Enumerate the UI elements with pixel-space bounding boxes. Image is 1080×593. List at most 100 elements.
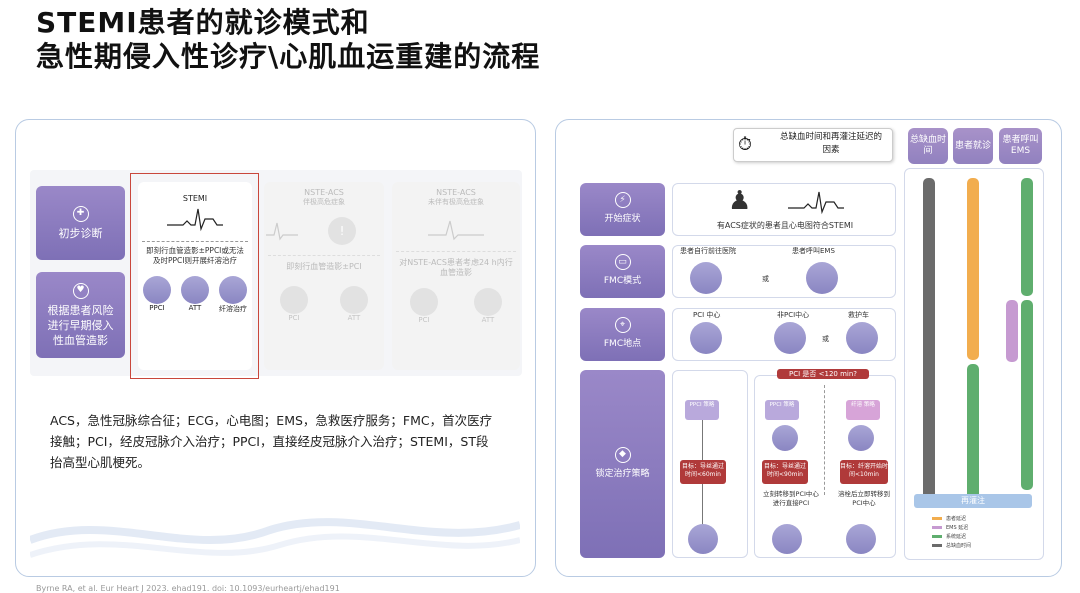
ecg-icon — [428, 220, 484, 241]
pill-icon — [181, 276, 209, 304]
nste2-subtitle: 未伴有极高危症象 — [428, 198, 484, 206]
callout-box — [733, 128, 893, 162]
system-delay-bar-ems — [1021, 300, 1033, 490]
system-delay-bar-mid — [967, 364, 979, 508]
page-title-line2: 急性期侵入性诊疗\心肌血运重建的流程 — [36, 40, 541, 73]
or-label-2: 或 — [822, 335, 829, 343]
pci-icon — [410, 288, 438, 316]
total-ischemia-bar — [923, 178, 935, 508]
page-title-line1: STEMI患者的就诊模式和 — [36, 6, 370, 39]
pill-icon — [474, 288, 502, 316]
col-head-total: 总缺血时间 — [908, 128, 948, 164]
ppci-strategy-left: PPCI 策略 — [685, 400, 719, 420]
att-label: ATT — [188, 304, 202, 312]
legend-swatch-patient — [932, 517, 942, 520]
stemi-highlight-frame — [130, 173, 259, 379]
row-head-fmc-mode: ▭ FMC模式 — [580, 245, 665, 298]
pci-center-label: PCI 中心 — [693, 311, 721, 319]
ambulance-icon — [846, 322, 878, 354]
decorative-wave — [30, 518, 520, 558]
lightning-icon: ⚡ — [614, 192, 631, 208]
citation-footer: Byrne RA, et al. Eur Heart J 2023. ehad1… — [36, 584, 340, 593]
nste-high-card: NSTE-ACS 伴极高危症象 ! 即刻行血管造影±PCI PCI ATT — [264, 182, 384, 370]
hospital-icon — [690, 322, 722, 354]
self-to-hospital-label: 患者自行前往医院 — [680, 247, 736, 255]
nste1-text: 即刻行血管造影±PCI — [286, 262, 362, 271]
legend-swatch-system — [932, 535, 942, 538]
row-head-fmc-location-label: FMC地点 — [603, 339, 642, 349]
early-angiography-label: 根据患者风险进行早期侵入性血管造影 — [47, 303, 114, 347]
ems-delay-bar — [1006, 300, 1018, 362]
phone-icon — [806, 262, 838, 294]
divider-dashed — [824, 385, 825, 495]
fibrinolysis-label: 纤溶治疗 — [219, 305, 247, 313]
row-head-fmc-mode-label: FMC模式 — [603, 276, 642, 286]
nste2-att-label: ATT — [481, 316, 495, 324]
initial-diagnosis-box: ✚ 初步诊断 — [36, 186, 125, 260]
patient-figure-icon: ♟ — [728, 186, 752, 216]
row-head-symptom-label: 开始症状 — [604, 214, 641, 224]
nste1-att-label: ATT — [347, 314, 361, 322]
target-60min: 目标：导丝通过时间<60min — [680, 460, 726, 484]
call-ems-label: 患者呼叫EMS — [792, 247, 835, 255]
hospital-icon — [772, 524, 802, 554]
syringe-icon — [848, 425, 874, 451]
syringe-icon — [219, 276, 247, 304]
location-pin-icon: ⌖ — [614, 317, 631, 333]
legend-patient: 患者延迟 — [946, 516, 967, 522]
or-label-1: 或 — [762, 275, 769, 283]
ppci-icon — [772, 425, 798, 451]
nste2-text: 对NSTE-ACS患者考虑24 h内行血管造影 — [399, 258, 513, 277]
monitor-icon: ▭ — [614, 254, 631, 270]
stopwatch-icon: ⏱ — [738, 134, 753, 155]
stemi-text: 即刻行血管造影±PPCI或无法及时PPCI则开展纤溶治疗 — [146, 246, 244, 265]
initial-diagnosis-label: 初步诊断 — [58, 226, 103, 240]
car-icon — [690, 262, 722, 294]
target-10min: 目标：纤溶开始时间<10min — [840, 460, 888, 484]
warning-icon: ! — [328, 217, 356, 245]
heart-icon: ♥ — [72, 282, 89, 299]
legend-swatch-total — [932, 544, 942, 547]
ecg-stemi-icon — [167, 208, 223, 232]
non-pci-center-label: 非PCI中心 — [777, 311, 810, 319]
row-head-symptom: ⚡ 开始症状 — [580, 183, 665, 236]
system-delay-bar-ems-top — [1021, 178, 1033, 296]
nste2-pci-label: PCI — [418, 316, 430, 324]
ecg-icon — [266, 222, 298, 241]
stemi-title: STEMI — [182, 194, 208, 203]
legend: 患者延迟 EMS 延迟 系统延迟 总缺血时间 — [932, 514, 971, 550]
pci-time-question: PCI 是否 <120 min? — [777, 369, 869, 379]
target-90min: 目标：导丝通过时间<90min — [762, 460, 808, 484]
hospital-icon — [774, 322, 806, 354]
stemi-card: STEMI 即刻行血管造影±PPCI或无法及时PPCI则开展纤溶治疗 PPCI … — [138, 182, 252, 370]
pci-icon — [280, 286, 308, 314]
legend-total: 总缺血时间 — [946, 543, 972, 549]
legend-swatch-ems — [932, 526, 942, 529]
col-head-ems: 患者呼叫EMS — [999, 128, 1042, 164]
nste1-subtitle: 伴极高危症象 — [303, 198, 345, 206]
reperfusion-bar: 再灌注 — [914, 494, 1032, 508]
nste1-title: NSTE-ACS — [304, 188, 344, 197]
ambulance-label: 救护车 — [848, 311, 869, 319]
callout-text: 总缺血时间和再灌注延迟的因素 — [779, 132, 882, 155]
legend-system: 系统延迟 — [946, 534, 967, 540]
nste2-title: NSTE-ACS — [436, 188, 476, 197]
row-head-strategy-label: 锁定治疗策略 — [595, 468, 650, 479]
row-head-strategy: ◆ 锁定治疗策略 — [580, 370, 665, 558]
ecg-stemi-icon — [788, 191, 844, 215]
early-angiography-box: ♥ 根据患者风险进行早期侵入性血管造影 — [36, 272, 125, 358]
nste1-pci-label: PCI — [288, 314, 300, 322]
legend-ems: EMS 延迟 — [946, 525, 969, 531]
row-head-fmc-location: ⌖ FMC地点 — [580, 308, 665, 361]
timeline-frame — [904, 168, 1044, 560]
hospital-icon — [846, 524, 876, 554]
post-lysis-transfer-text: 溶栓后立即转移到PCI中心 — [838, 490, 890, 507]
shield-icon: ◆ — [614, 446, 631, 463]
row-symptom — [672, 183, 896, 236]
nste-nonhigh-card: NSTE-ACS 未伴有极高危症象 对NSTE-ACS患者考虑24 h内行血管造… — [392, 182, 520, 370]
symptom-text: 有ACS症状的患者且心电图符合STEMI — [716, 221, 854, 230]
ppci-strategy-mid: PPCI 策略 — [765, 400, 799, 420]
ppci-icon — [143, 276, 171, 304]
heart-icon — [688, 524, 718, 554]
col-head-patient: 患者就诊 — [953, 128, 993, 164]
